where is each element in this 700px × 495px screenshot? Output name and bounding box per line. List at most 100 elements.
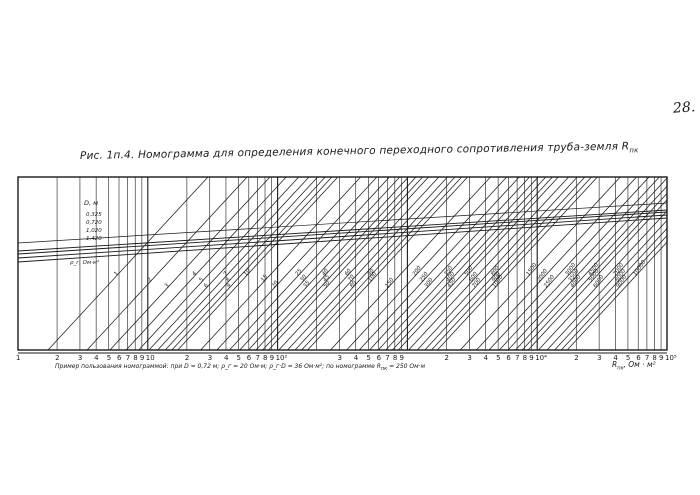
diagonal-line [148, 176, 310, 351]
tick-label: 8 [652, 354, 656, 362]
tick-label: 8 [133, 354, 137, 362]
diagonal-line [109, 176, 271, 351]
diagonal-line [164, 176, 326, 351]
tick-label: 10⁴ [535, 354, 547, 362]
example-result-rest: = 250 Ом·м [387, 363, 426, 370]
tick-label: 2 [185, 354, 189, 362]
diagonal-line [239, 176, 401, 351]
resistivity-value: 15 [260, 274, 269, 284]
resistivity-value: 50 [323, 280, 332, 290]
resistivity-value: 70 [347, 274, 356, 284]
diagonal-line [385, 176, 547, 351]
resistivity-value: 300 [424, 277, 435, 289]
nomogram-frame [17, 176, 668, 354]
diagonal-line [507, 177, 668, 351]
diagonal-line [157, 176, 318, 351]
diagonal-line [255, 176, 417, 351]
tick-label: 3 [78, 354, 82, 362]
example-text: при D = 0,72 м; ρ_г = 20 Ом·м; ρ_г·D = 3… [170, 363, 375, 370]
diagonal-line [488, 176, 650, 351]
resistivity-value: 200 [412, 265, 423, 277]
diagonal-line [138, 176, 300, 351]
resistivity-value: 100 [367, 271, 378, 283]
diagonal-line [200, 176, 361, 351]
resistivity-value: 900 [491, 271, 502, 283]
example-result-sub: пк [380, 366, 388, 373]
resistivity-value: 20 [271, 280, 280, 290]
diagonal-line [86, 176, 248, 351]
resistivity-value: 800 [490, 265, 501, 277]
resistivity-value: 400 [445, 271, 456, 283]
diameter-value: 1,420 [86, 236, 102, 242]
resistivity-value: 700 [471, 277, 482, 289]
tick-label: 6 [506, 354, 511, 362]
diagonal-line [177, 176, 339, 351]
tick-label: 10² [276, 354, 288, 362]
resistivity-value: 3 [164, 282, 171, 289]
diagonal-line [392, 176, 553, 351]
diagonal-line [358, 176, 520, 351]
tick-label: 3 [467, 354, 471, 362]
tick-label: 8 [523, 354, 527, 362]
tick-label: 7 [645, 354, 649, 362]
diameter-line [17, 209, 668, 252]
tick-label: 3 [597, 354, 601, 362]
resistivity-value: 250 [419, 271, 430, 283]
tick-label: 9 [399, 354, 403, 362]
diagonal-resistivity-lines [47, 176, 668, 351]
diagonal-line [278, 176, 440, 351]
resistivity-value: 35 [302, 280, 311, 290]
tick-label: 2 [444, 354, 448, 362]
diagonal-line [538, 210, 668, 351]
resistivity-value: 10 [243, 268, 252, 278]
tick-label: 5 [626, 354, 630, 362]
diagonal-line [566, 241, 668, 351]
example-lead: Пример пользования номограммой: [55, 363, 169, 370]
tick-label: 7 [255, 354, 259, 362]
resistivity-value: 8 [225, 276, 232, 283]
resistivity-value: 450 [446, 277, 457, 289]
resistivity-value: 90 [367, 268, 376, 278]
tick-label: 6 [247, 354, 252, 362]
resistivity-value: 9 [226, 282, 233, 289]
resistivity-value: 7 [223, 270, 230, 277]
tick-label: 8 [393, 354, 397, 362]
diagonal-line [560, 235, 668, 351]
tick-label: 4 [354, 354, 359, 362]
diagonal-line [47, 176, 209, 351]
resistivity-value: 4 [191, 270, 198, 277]
tick-label: 2 [574, 354, 578, 362]
tick-label: 6 [377, 354, 382, 362]
tick-label: 7 [385, 354, 389, 362]
diameter-value: 0,720 [86, 220, 102, 226]
tick-label: 6 [117, 354, 122, 362]
axis-unit-rest: , Ом · м² [623, 360, 656, 369]
diameter-label: D, м [84, 199, 98, 207]
tick-label: 1 [16, 354, 20, 362]
diagonal-line [346, 176, 507, 351]
tick-label: 3 [208, 354, 212, 362]
resistivity-value: 80 [349, 280, 358, 290]
usage-example: Пример пользования номограммой: при D = … [55, 363, 425, 372]
diameter-line [17, 211, 668, 255]
diagonal-line [476, 176, 637, 351]
diagonal-line [408, 176, 569, 351]
diameter-line [17, 214, 668, 259]
resistivity-label: ρ_г, Ом·м² [70, 259, 100, 266]
tick-label: 9 [140, 354, 144, 362]
diagonal-line [268, 176, 429, 351]
diagonal-line [554, 228, 668, 351]
resistivity-value: 600 [468, 271, 479, 283]
axis-title: Rпк, Ом · м² [612, 360, 656, 372]
resistivity-value: 1 [113, 271, 120, 277]
tick-label: 2 [55, 354, 59, 362]
tick-label: 5 [237, 354, 241, 362]
resistivity-value: 25 [295, 268, 304, 278]
diagonal-line [287, 176, 448, 351]
diagonal-line [294, 176, 456, 351]
diameter-value: 0,325 [86, 212, 102, 218]
diagonal-line [437, 176, 598, 351]
tick-label: 10⁵ [665, 354, 677, 362]
resistivity-value: 5 [198, 276, 205, 283]
